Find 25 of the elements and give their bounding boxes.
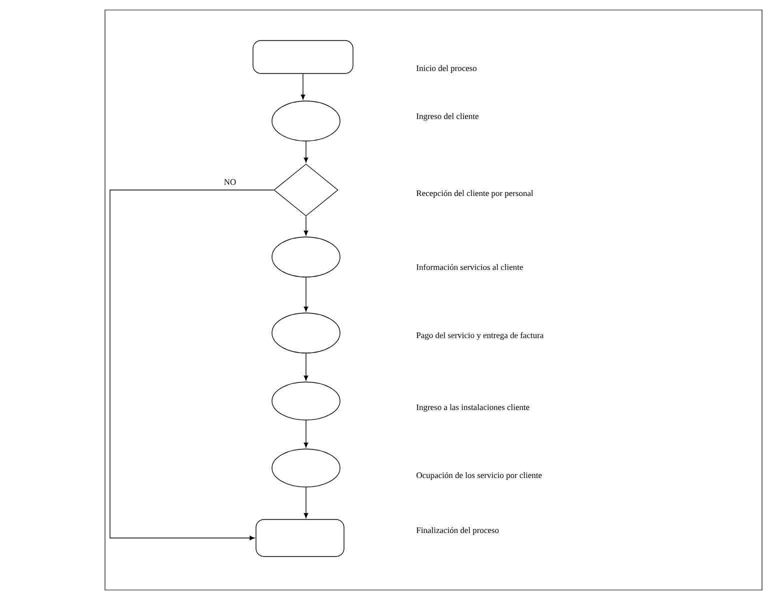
terminal-box <box>252 40 354 74</box>
terminal-box <box>256 519 344 557</box>
arrow <box>300 74 306 100</box>
arrow <box>304 420 308 448</box>
step-label: Inicio del proceso <box>416 65 477 73</box>
step-label: Información servicios al cliente <box>416 264 523 270</box>
arrow <box>304 487 308 518</box>
arrow <box>110 190 274 540</box>
process-ellipse <box>272 382 340 420</box>
arrow <box>304 277 308 312</box>
step-label: Ingreso a las instalaciones cliente <box>416 404 530 412</box>
process-ellipse <box>272 100 340 142</box>
process-ellipse <box>272 448 340 488</box>
edge-label: NO <box>222 178 238 186</box>
step-label: Ocupación de los servicio por cliente <box>416 472 542 480</box>
step-label: Finalización del proceso <box>416 527 499 535</box>
arrow <box>304 141 308 163</box>
decision-diamond <box>274 164 338 216</box>
process-ellipse <box>272 312 340 354</box>
step-label: Recepción del cliente por personal <box>416 190 534 198</box>
step-label: Pago del servicio y entrega de factura <box>416 332 544 340</box>
process-ellipse <box>272 236 340 278</box>
arrow <box>304 353 308 381</box>
arrow <box>304 216 308 236</box>
step-label: Ingreso del cliente <box>416 113 478 121</box>
